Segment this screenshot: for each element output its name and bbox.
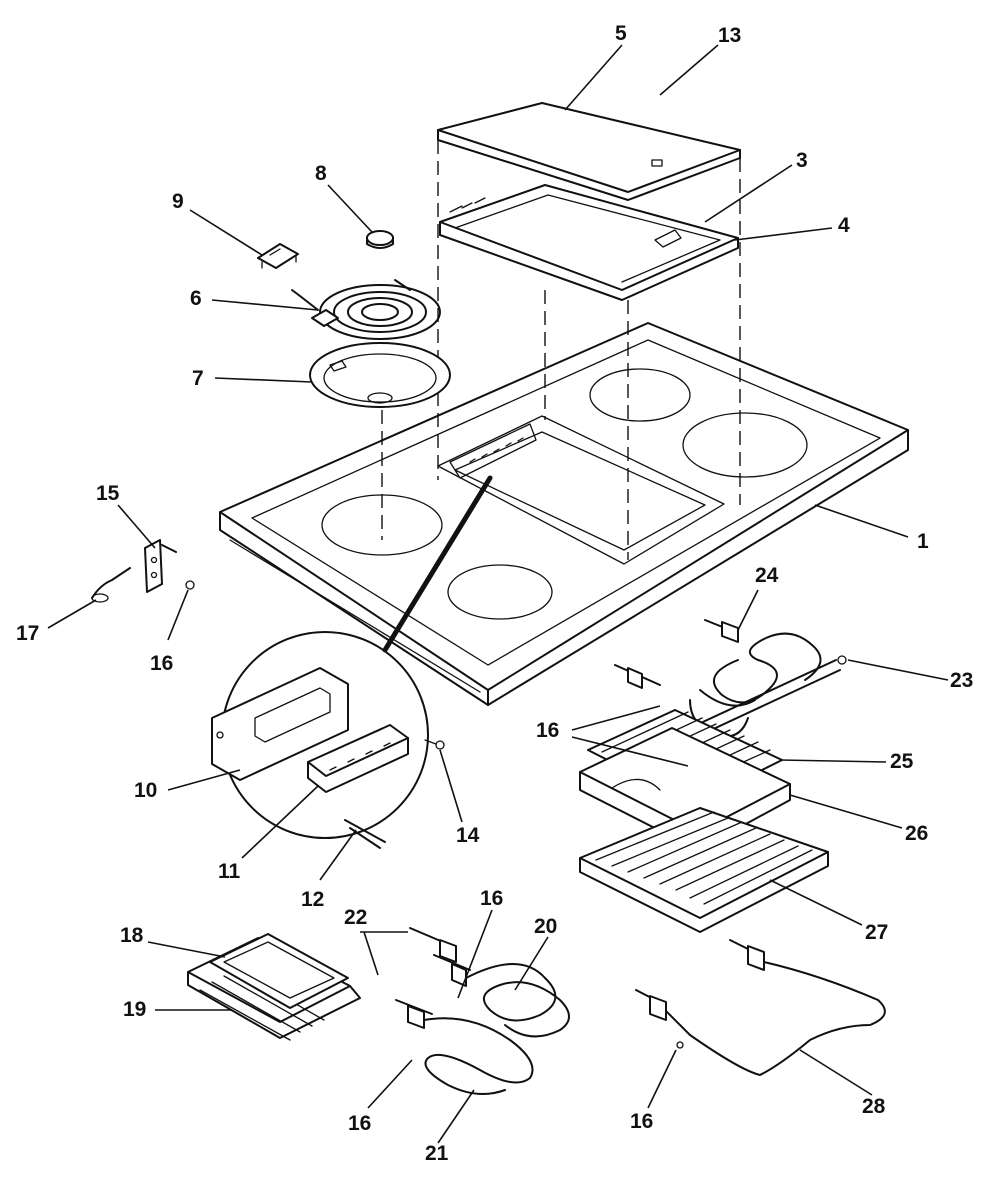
callout-6: 6	[190, 287, 202, 310]
oven-rack	[579, 807, 829, 933]
cover-plate	[437, 102, 741, 201]
callout-27: 27	[865, 921, 888, 944]
callout-11: 11	[218, 860, 241, 883]
callout-7: 7	[192, 367, 204, 390]
receptacle	[257, 243, 299, 269]
grill-pan	[439, 184, 739, 301]
callout-3: 3	[796, 149, 808, 172]
broil-pan-set	[187, 933, 361, 1041]
callout-16a: 16	[150, 652, 173, 675]
surface-element-coil	[291, 279, 441, 340]
screw	[185, 580, 195, 590]
callout-21: 21	[425, 1142, 449, 1165]
burner-opening	[589, 368, 691, 422]
callout-16d: 16	[348, 1112, 371, 1135]
burner-opening	[447, 564, 553, 620]
callout-28: 28	[862, 1095, 886, 1118]
broil-element	[395, 999, 534, 1095]
callout-16b: 16	[536, 719, 559, 742]
sensor-probe	[635, 939, 886, 1076]
detail-view	[211, 475, 493, 849]
callout-23: 23	[950, 669, 973, 692]
bake-element	[409, 927, 570, 1038]
callout-8: 8	[315, 162, 327, 185]
callout-24: 24	[755, 564, 779, 587]
screw	[435, 740, 445, 750]
callout-9: 9	[172, 190, 184, 213]
cooktop	[219, 322, 909, 706]
callout-17: 17	[16, 622, 39, 645]
callout-5: 5	[615, 22, 627, 45]
callout-4: 4	[838, 214, 850, 237]
hinge	[91, 567, 131, 599]
callout-26: 26	[905, 822, 928, 845]
callout-18: 18	[120, 924, 144, 947]
callout-20: 20	[534, 915, 557, 938]
grill-element	[614, 619, 847, 739]
screw	[676, 1041, 684, 1049]
hinge-assembly	[91, 539, 195, 603]
hinge-bracket	[144, 539, 163, 593]
callout-12: 12	[301, 888, 324, 911]
callout-10: 10	[134, 779, 157, 802]
callout-19: 19	[123, 998, 146, 1021]
drip-bowl	[309, 342, 451, 408]
callout-15: 15	[96, 482, 120, 505]
callout-16c: 16	[480, 887, 503, 910]
callout-14: 14	[456, 824, 480, 847]
callout-25: 25	[890, 750, 914, 773]
callout-13: 13	[718, 24, 741, 47]
burner-opening	[682, 412, 808, 478]
callout-1: 1	[917, 530, 929, 553]
element-bracket	[689, 659, 837, 729]
knob	[366, 230, 394, 249]
callout-16e: 16	[630, 1110, 653, 1133]
callout-22: 22	[344, 906, 367, 929]
grill-pan-bracket	[654, 229, 682, 248]
alignment-lines	[381, 140, 741, 560]
callout-labels: 5 13 3 4 8 9 6 7 1 15 17 16 10 11 12 14 …	[16, 22, 973, 1165]
leader-lines	[47, 44, 949, 1144]
